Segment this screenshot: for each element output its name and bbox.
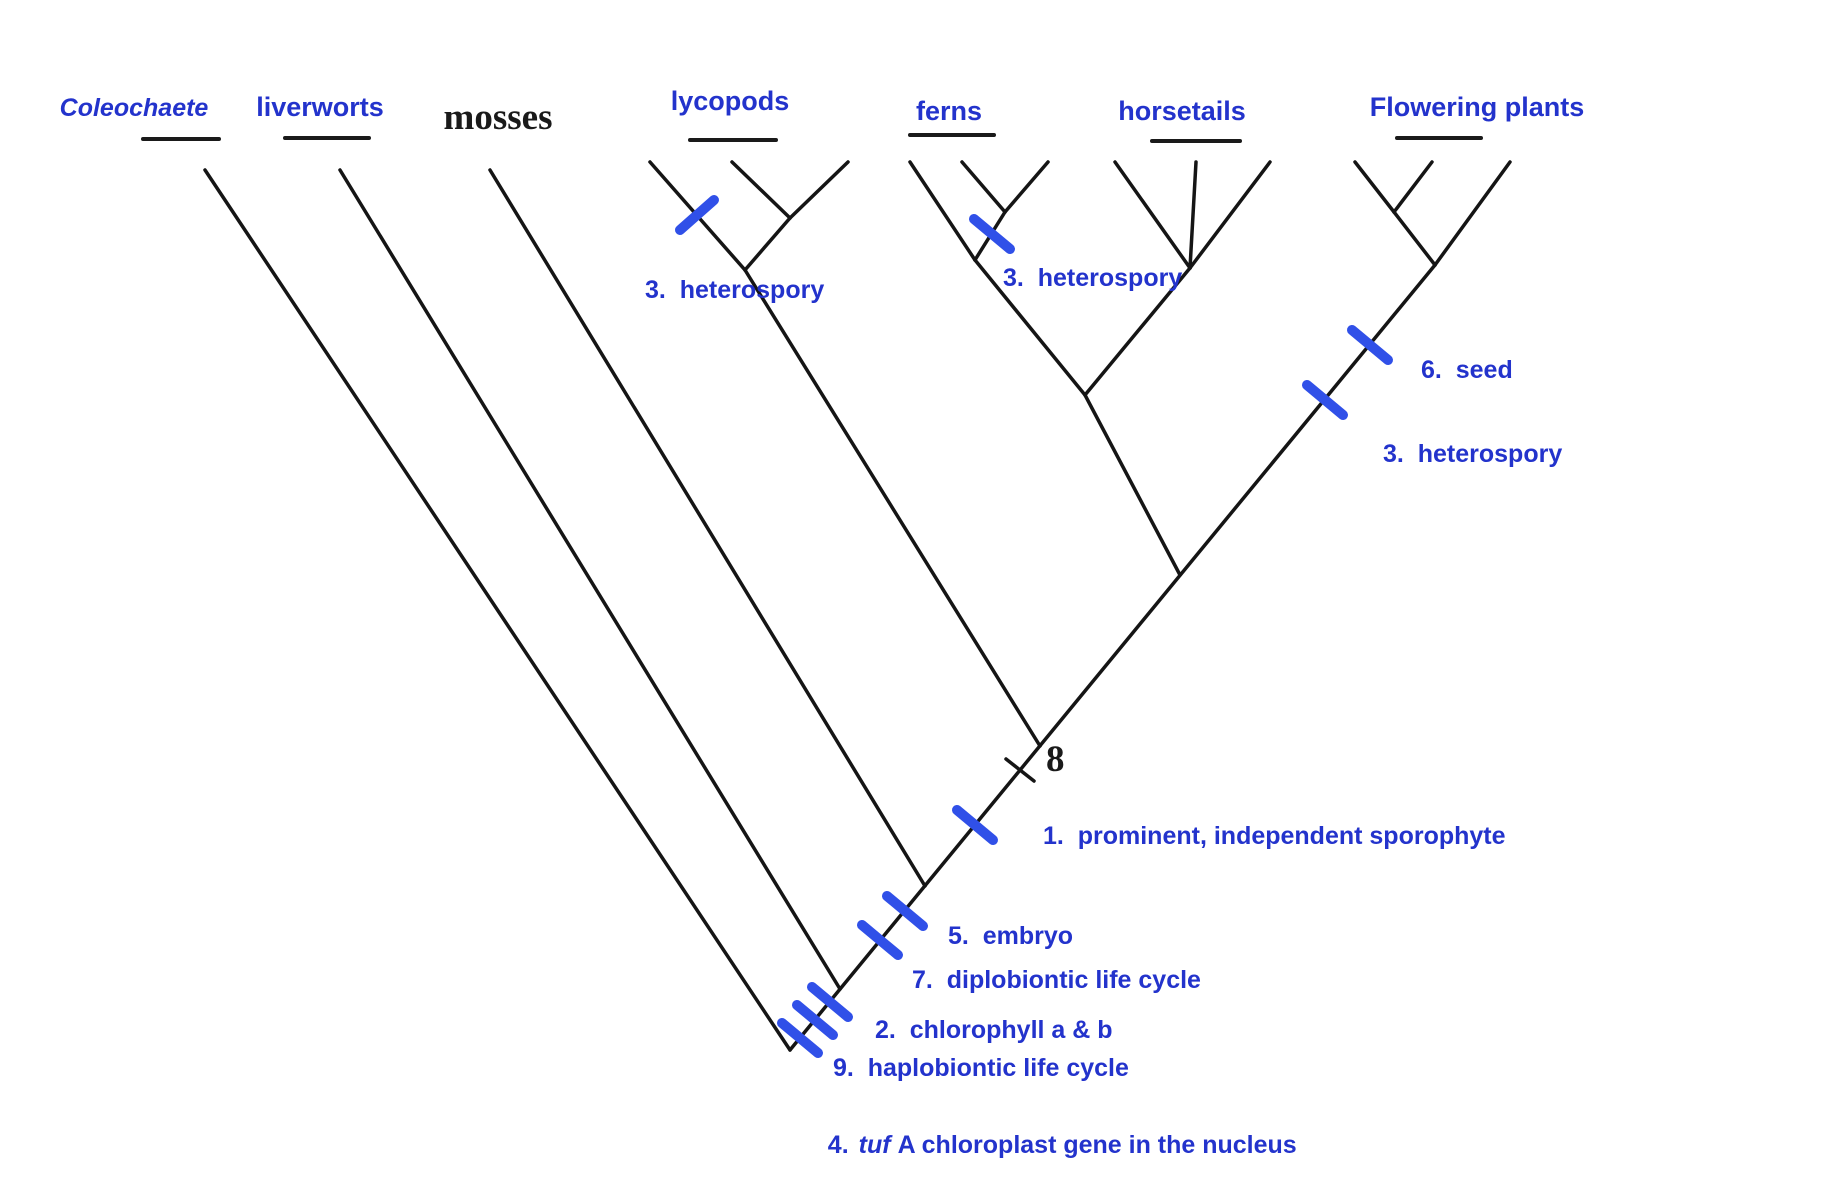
- branch-lycopod-tip-2: [730, 160, 792, 220]
- annotation-tuf-gene-number: 4.: [827, 1131, 849, 1159]
- branch-ferns-horsetails-stem: [1083, 393, 1182, 577]
- sporophyte-tick: [952, 805, 998, 845]
- diplobiontic-tick: [882, 891, 928, 931]
- branch-ferns-stem: [973, 258, 1087, 397]
- taxon-label-horsetails: horsetails: [1118, 96, 1246, 126]
- taxon-label-lycopods: lycopods: [670, 86, 790, 116]
- annotation-embryo: 5. embryo: [948, 922, 1074, 950]
- annotation-heterospory-ferns: 3. heterospory: [1003, 264, 1183, 292]
- taxon-underline-horsetails: [1150, 139, 1242, 143]
- annotation-node-8: 8: [1046, 739, 1065, 780]
- annotation-heterospory-lycopods: 3. heterospory: [645, 276, 825, 304]
- branch-flowering-tip-3: [1433, 160, 1512, 267]
- annotation-chlorophyll: 2. chlorophyll a & b: [875, 1016, 1113, 1044]
- seed-tick: [1347, 325, 1393, 365]
- branch-horsetail-tip-3: [1188, 160, 1272, 270]
- taxon-label-mosses: mosses: [443, 97, 553, 138]
- taxon-underline-coleochaete: [141, 137, 221, 141]
- taxon-label-flowering-plants: Flowering plants: [1369, 92, 1585, 122]
- chlorophyll-tick: [807, 982, 853, 1022]
- branch-fern-tip-2: [960, 160, 1007, 214]
- tuf-gene-tick: [777, 1018, 823, 1058]
- taxon-underline-liverworts: [283, 136, 371, 140]
- annotation-tuf-gene-text: A chloroplast gene in the nucleus: [897, 1131, 1297, 1159]
- heterospory-seed-line-tick: [1302, 380, 1348, 420]
- branch-lycopods-stem: [743, 268, 1042, 748]
- branch-lycopod-tip-3: [788, 160, 850, 220]
- branch-backbone: [788, 263, 1437, 1052]
- branch-fern-tip-3: [1003, 160, 1050, 214]
- branch-fern-tip-1: [908, 160, 977, 262]
- branch-horsetails-stem: [1083, 266, 1192, 397]
- heterospory-ferns-tick: [969, 214, 1015, 254]
- taxon-underline-flowering-plants: [1395, 136, 1483, 140]
- haplobiontic-tick: [792, 1000, 838, 1040]
- node-8-tick: [1004, 757, 1036, 783]
- annotation-haplobiontic: 9. haplobiontic life cycle: [833, 1054, 1129, 1082]
- branch-liverworts: [338, 168, 842, 991]
- annotation-seed: 6. seed: [1421, 356, 1513, 384]
- embryo-tick: [857, 920, 903, 960]
- taxon-underline-lycopods: [688, 138, 778, 142]
- heterospory-lycopods-tick: [675, 195, 719, 235]
- taxon-label-ferns: ferns: [915, 96, 983, 126]
- branch-flowering-tip-1: [1353, 160, 1396, 214]
- taxon-label-liverworts: liverworts: [256, 92, 384, 122]
- annotation-heterospory-seed-line: 3. heterospory: [1383, 440, 1563, 468]
- taxon-underline-ferns: [908, 133, 996, 137]
- branch-coleochaete: [203, 168, 792, 1052]
- branch-flowering-tip-2: [1392, 160, 1434, 214]
- branch-flowering-inner: [1392, 210, 1437, 267]
- branch-lycopod-inner: [743, 216, 792, 272]
- taxon-label-coleochaete: Coleochaete: [59, 94, 209, 122]
- branch-horsetail-tip-2: [1188, 160, 1198, 270]
- annotation-diplobiontic: 7. diplobiontic life cycle: [912, 966, 1201, 994]
- annotation-sporophyte: 1. prominent, independent sporophyte: [1043, 822, 1506, 850]
- branch-mosses: [488, 168, 927, 888]
- branch-horsetail-tip-1: [1113, 160, 1192, 270]
- annotation-tuf-gene-italic: tuf: [858, 1131, 891, 1159]
